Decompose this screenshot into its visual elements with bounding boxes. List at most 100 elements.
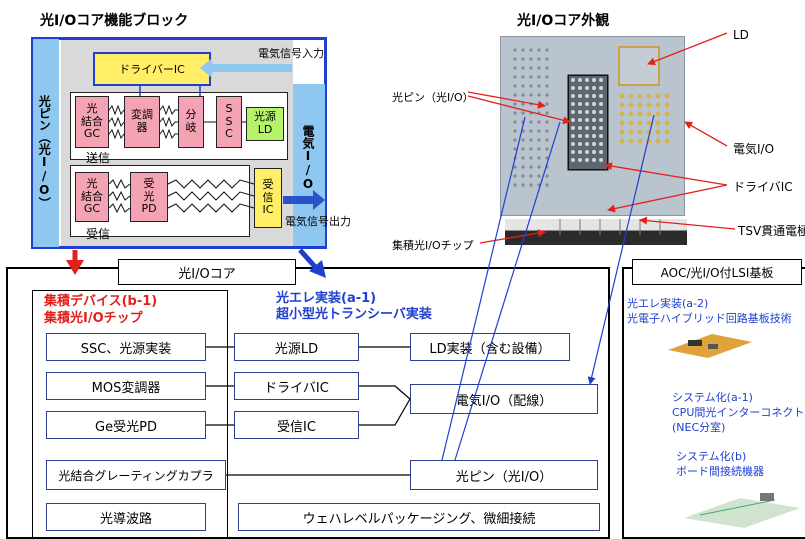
photo-dot (637, 138, 643, 144)
photo-dot (537, 174, 541, 178)
photo-dot (646, 93, 652, 99)
photo-dot (521, 138, 525, 142)
photo-dot (537, 66, 541, 70)
signal-in-label: 電気信号入力 (258, 47, 324, 60)
photo-dot (513, 120, 517, 124)
signal-out-arrow (283, 190, 325, 210)
photo-dot (545, 138, 549, 142)
photo-dot (537, 48, 541, 52)
photo-dot (585, 150, 589, 154)
photo-dot (571, 94, 575, 98)
photo-dot (529, 165, 533, 169)
aoc-item1-line1: 光エレ実装(a-2) (627, 297, 709, 310)
photo-pad-dots (619, 93, 670, 144)
rx-ic-label: 受 信 IC (262, 178, 274, 217)
photo-dot (619, 111, 625, 117)
photo-dot (655, 129, 661, 135)
chip-photo-ld-square (618, 46, 660, 86)
photo-dot (592, 110, 596, 114)
core-connectors (206, 346, 411, 476)
optical-pin-strip (33, 39, 59, 247)
aoc-item2-line1: システム化(a-1) (672, 391, 753, 404)
aoc-label-box: AOC/光I/O付LSI基板 (632, 259, 802, 285)
photo-dot (571, 118, 575, 122)
photo-dot (578, 150, 582, 154)
photo-dot (619, 102, 625, 108)
photo-dot (637, 111, 643, 117)
tsv-substrate-strip (505, 219, 687, 245)
photo-dot (537, 129, 541, 133)
wafer-level-packaging-box: ウェハレベルパッケージング、微細接続 (238, 503, 600, 531)
photo-dot (513, 102, 517, 106)
photo-dot (513, 48, 517, 52)
optical-pin-strip-label: 光ピン（光I/O） (37, 95, 52, 209)
photo-dot (619, 138, 625, 144)
tx-label: 送信 (86, 151, 111, 165)
photo-dot (571, 78, 575, 82)
photo-driver-ic-label: ドライバIC (733, 180, 793, 194)
driver-ic-box: ドライバIC (234, 372, 359, 400)
photo-dot (571, 142, 575, 146)
photo-dot (513, 84, 517, 88)
light-source-ld-box: 光源LD (234, 333, 359, 361)
photo-ld-label: LD (733, 28, 749, 42)
light-source-ld-label: 光源 LD (254, 110, 276, 136)
photo-dot (537, 75, 541, 79)
photo-dot (578, 110, 582, 114)
photo-dot (599, 78, 603, 82)
aoc-item1-line2: 光電子ハイブリッド回路基板技術 (627, 312, 792, 325)
photo-dot (513, 111, 517, 115)
photo-dot (585, 158, 589, 162)
photo-dot (599, 126, 603, 130)
photo-dot (571, 126, 575, 130)
photo-dot (545, 57, 549, 61)
photo-dot (521, 147, 525, 151)
photo-dot (655, 111, 661, 117)
photo-dot (655, 102, 661, 108)
photo-dot (529, 48, 533, 52)
photo-dot (521, 156, 525, 160)
photo-dot (537, 84, 541, 88)
photo-dot (521, 66, 525, 70)
photo-dot (545, 75, 549, 79)
light-source-ld-block: 光源 LD (246, 107, 284, 141)
aoc-item2-line3: (NEC分室) (672, 421, 726, 434)
core-label-box: 光I/Oコア (118, 259, 296, 285)
photo-dot (664, 93, 670, 99)
mos-modulator-box: MOS変調器 (46, 372, 206, 400)
rx-waveguides (108, 178, 255, 214)
photo-dot (545, 147, 549, 151)
photo-chip-label: 集積光I/Oチップ (392, 239, 474, 252)
photo-dot (521, 57, 525, 61)
photo-dot (592, 118, 596, 122)
photo-dot (599, 118, 603, 122)
photo-dot (521, 48, 525, 52)
photo-dot (571, 86, 575, 90)
photo-dot (585, 86, 589, 90)
elec-io-strip (293, 84, 325, 246)
hybrid-board-drawing (668, 334, 752, 358)
photo-dot (571, 134, 575, 138)
photo-dot (529, 129, 533, 133)
core-frame (6, 267, 610, 539)
photo-dot (664, 102, 670, 108)
photo-dot (585, 126, 589, 130)
photo-dot (619, 129, 625, 135)
opto-title-1: 光エレ実装(a-1) (276, 291, 377, 306)
photo-dot (513, 138, 517, 142)
photo-dot (628, 129, 634, 135)
signal-in-arrow (200, 58, 292, 78)
photo-dot (537, 138, 541, 142)
photo-dot (545, 120, 549, 124)
ssc-block: S S C (216, 96, 242, 148)
aoc-item3-line1: システム化(b) (676, 450, 747, 463)
photo-dot (513, 75, 517, 79)
photo-dot (578, 134, 582, 138)
photo-dot (521, 165, 525, 169)
photo-title: 光I/Oコア外観 (517, 13, 610, 29)
photo-dot (646, 120, 652, 126)
photo-dot (545, 66, 549, 70)
photo-dot (628, 102, 634, 108)
photo-dot (646, 111, 652, 117)
